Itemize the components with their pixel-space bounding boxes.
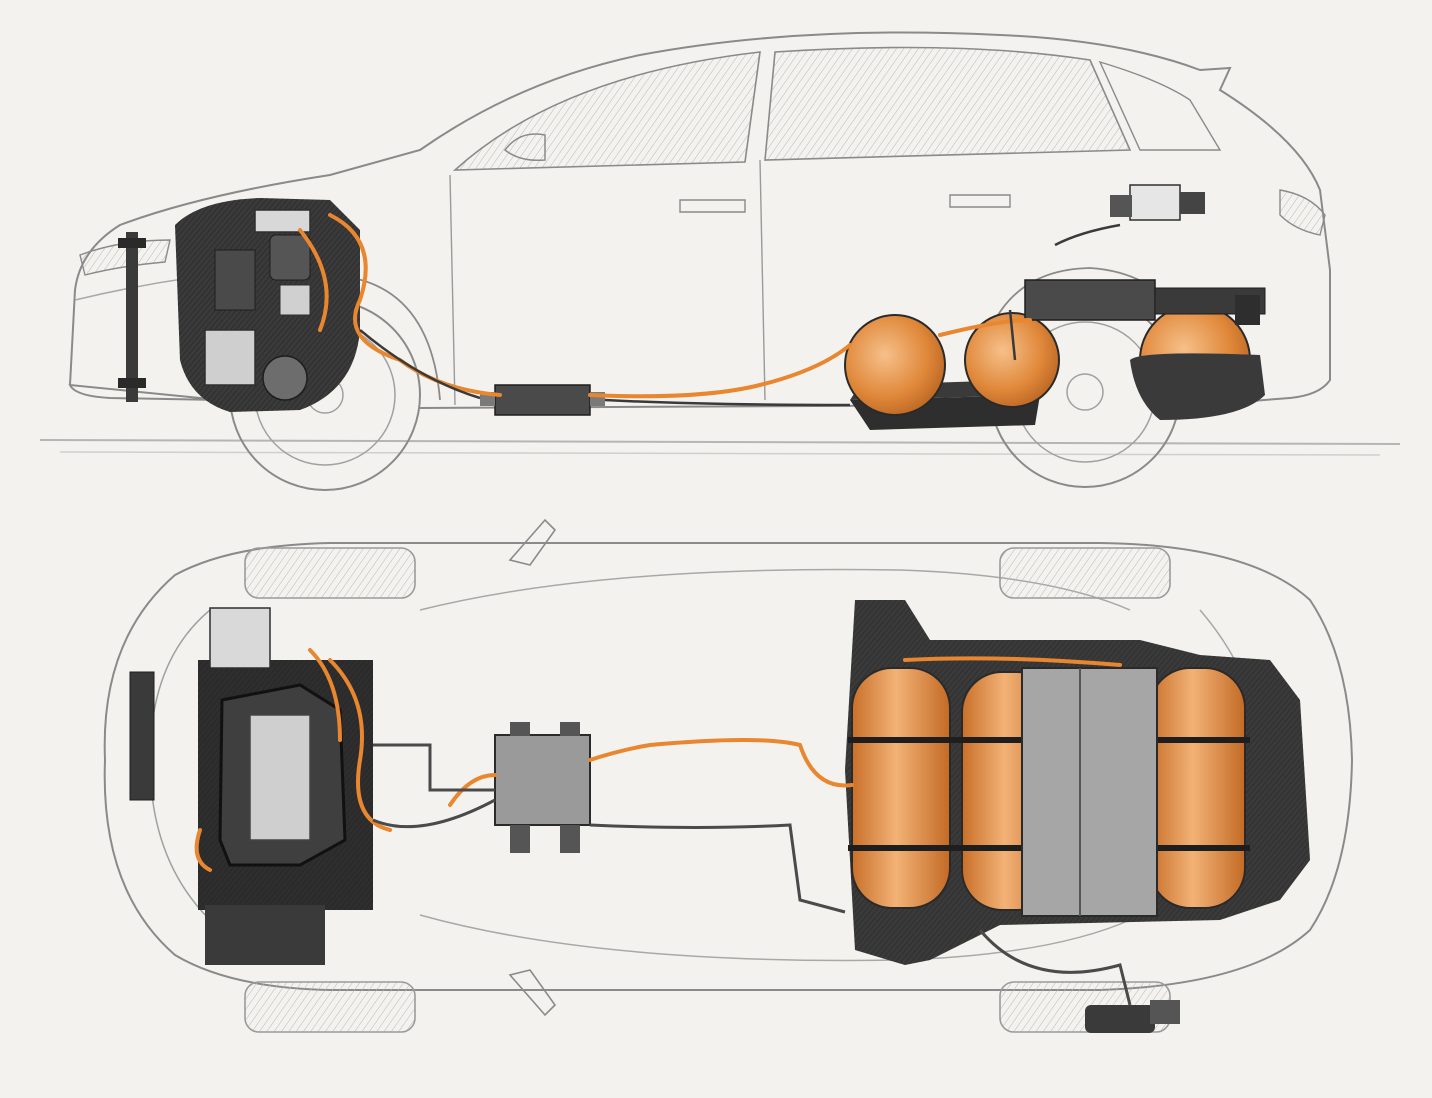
front-right-wheel-top: [244, 981, 416, 1033]
side-window-rear: [764, 46, 1132, 161]
refuel-receptacle-side: [1110, 184, 1205, 221]
top-plan-view: [103, 518, 1354, 1033]
hv-cables-top: [194, 648, 1122, 872]
refuel-receptacle-top: [1085, 1000, 1180, 1033]
top-body-outline: [103, 542, 1354, 991]
ground-line: [39, 439, 1401, 445]
side-elevation-view: [39, 31, 1401, 491]
hydrogen-tank-3-top: [1149, 667, 1246, 909]
fuel-cell-stack-top: [198, 607, 373, 965]
hydrogen-tank-front-side: [844, 314, 946, 416]
battery-pack-top: [1021, 667, 1158, 917]
side-window-front: [452, 51, 761, 171]
hydrogen-tank-middle-side: [964, 312, 1060, 408]
power-control-unit-top: [494, 722, 591, 853]
rear-drive-unit-side: [1024, 279, 1266, 325]
rear-left-wheel-top: [999, 547, 1171, 599]
radiator-bar-side: [118, 232, 146, 402]
front-left-wheel-top: [244, 547, 416, 599]
dc-converter-box-side: [480, 384, 605, 416]
radiator-bar-top: [129, 671, 155, 801]
hydrogen-tank-1-top: [851, 667, 951, 909]
front-motor-module: [175, 198, 360, 412]
